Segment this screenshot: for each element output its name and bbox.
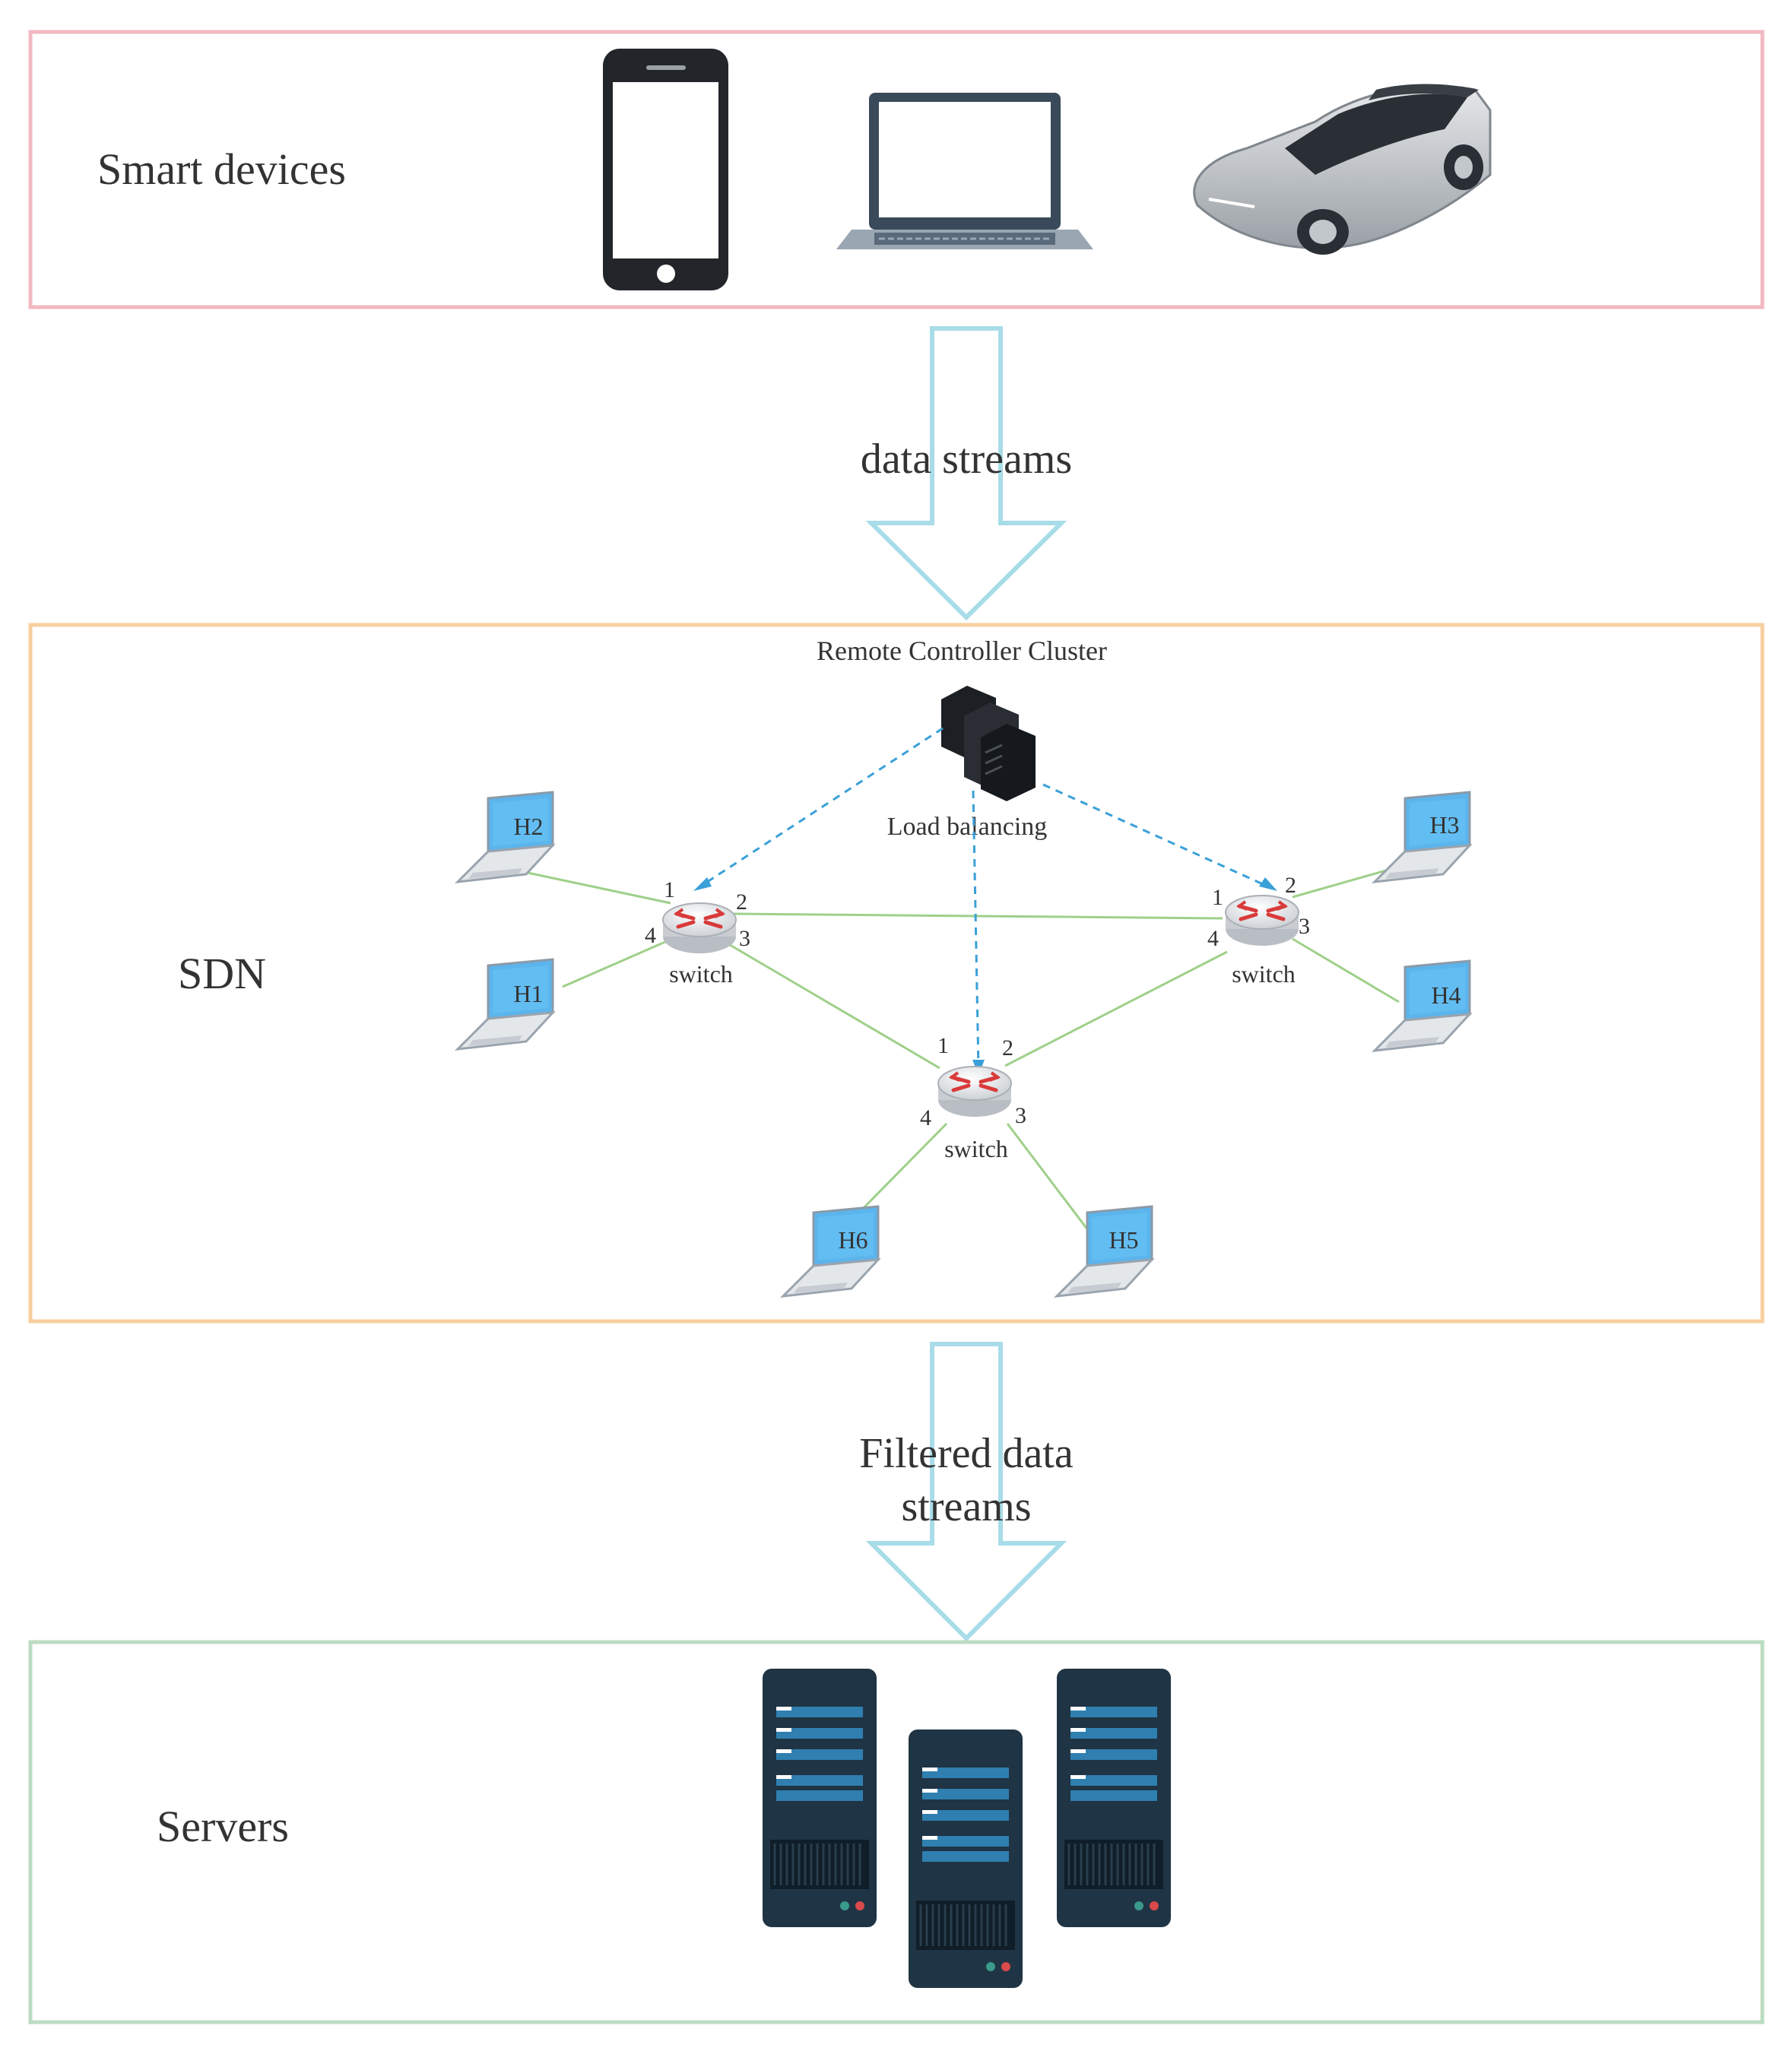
servers-panel: Servers <box>28 1640 1765 2024</box>
port-label: 4 <box>645 923 656 948</box>
host-h2: H2 <box>456 791 554 883</box>
port-label: 2 <box>1285 873 1296 898</box>
smart-devices-panel: Smart devices <box>28 30 1765 309</box>
controller-cluster-label: Remote Controller Cluster <box>817 636 1107 666</box>
host-label: H5 <box>1109 1226 1138 1254</box>
port-label: 2 <box>736 889 747 915</box>
server-icon <box>1055 1667 1172 1929</box>
smart-devices-panel-border <box>28 30 1765 309</box>
port-label: 1 <box>937 1033 949 1058</box>
down-arrow-shape <box>865 1342 1067 1642</box>
sdn-panel: SDN Remote Controller Cluster Load balan… <box>28 623 1765 1324</box>
control-link-left <box>697 727 944 889</box>
host-label: H3 <box>1429 811 1459 839</box>
sdn-label: SDN <box>178 949 266 998</box>
host-h6: H6 <box>782 1205 880 1298</box>
server-icon <box>907 1728 1024 1989</box>
filtered-data-label-line1: Filtered data <box>859 1430 1074 1477</box>
smart-devices-label: Smart devices <box>97 144 346 194</box>
port-label: 3 <box>739 926 750 951</box>
control-link-bottom <box>972 790 980 1069</box>
server-icon <box>761 1667 878 1929</box>
link-switch-right-h4 <box>1292 937 1400 1003</box>
port-label: 2 <box>1002 1035 1013 1061</box>
servers-panel-border <box>28 1640 1765 2024</box>
port-label: 1 <box>1212 885 1223 910</box>
link-h2-switch-left <box>527 871 671 905</box>
laptop-icon <box>836 93 1093 249</box>
down-arrow-shape <box>865 326 1067 621</box>
data-links <box>527 867 1400 1240</box>
filtered-data-streams-arrow: Filtered data streams <box>859 1342 1074 1642</box>
port-label: 4 <box>1207 926 1219 951</box>
link-switch-right-switch-bottom <box>1004 950 1228 1067</box>
link-switch-left-switch-bottom <box>725 941 940 1070</box>
port-label: 1 <box>664 877 675 902</box>
switch-right: 1 2 3 4 switch <box>1207 873 1310 988</box>
host-h3: H3 <box>1373 791 1471 883</box>
host-label: H2 <box>513 813 543 840</box>
switch-label: switch <box>944 1135 1008 1162</box>
car-icon <box>1193 84 1492 255</box>
link-h1-switch-left <box>562 937 673 988</box>
link-switch-left-switch-right <box>733 912 1223 920</box>
data-streams-label: data streams <box>861 436 1072 483</box>
filtered-data-label-line2: streams <box>901 1483 1031 1530</box>
port-label: 3 <box>1015 1103 1026 1128</box>
load-balancing-label: Load balancing <box>887 813 1048 841</box>
link-switch-bottom-h6 <box>854 1122 948 1218</box>
sdn-panel-border <box>28 623 1765 1324</box>
switch-label: switch <box>1232 960 1296 988</box>
host-h4: H4 <box>1373 959 1471 1052</box>
smartphone-icon <box>603 49 728 290</box>
host-h5: H5 <box>1055 1205 1153 1298</box>
controller-cluster-icon <box>941 686 1036 801</box>
host-label: H1 <box>513 980 543 1007</box>
control-link-right <box>1042 783 1272 889</box>
link-switch-bottom-h5 <box>1006 1123 1096 1240</box>
servers-label: Servers <box>157 1802 289 1851</box>
host-h1: H1 <box>456 958 554 1051</box>
control-links <box>697 727 1272 1069</box>
data-streams-arrow: data streams <box>861 326 1072 621</box>
switch-bottom: 1 2 3 4 switch <box>920 1033 1026 1162</box>
switch-left: 1 2 3 4 switch <box>645 877 750 988</box>
port-label: 4 <box>920 1105 931 1130</box>
port-label: 3 <box>1299 914 1310 939</box>
host-label: H4 <box>1431 981 1461 1009</box>
control-link-arrowheads <box>693 877 1277 1075</box>
link-switch-right-h3 <box>1292 867 1392 899</box>
switch-label: switch <box>669 960 733 988</box>
host-label: H6 <box>838 1226 867 1254</box>
